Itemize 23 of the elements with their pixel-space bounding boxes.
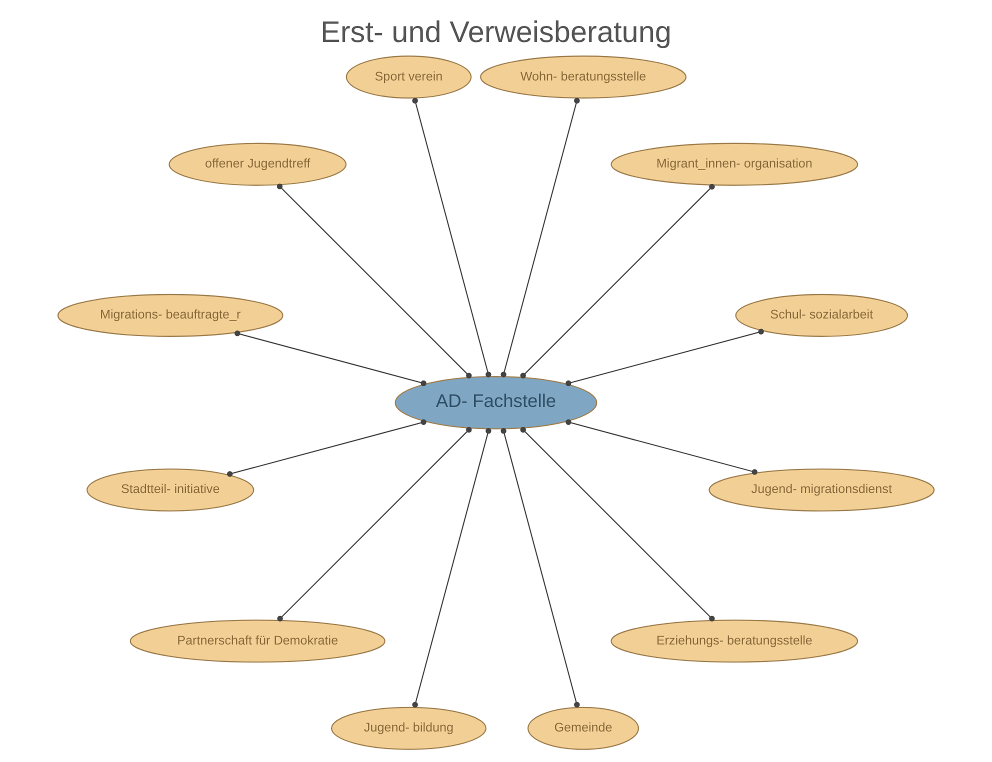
node-ellipse: offener Jugendtreff	[168, 142, 347, 186]
node-ellipse: Stadtteil- initiative	[86, 468, 254, 511]
connector	[276, 183, 472, 378]
node-ellipse: Wohn- beratungsstelle	[480, 55, 687, 98]
connector	[277, 426, 472, 622]
node-ellipse: Sport verein	[346, 55, 472, 98]
node-ellipse: Partnerschaft für Demokratie	[130, 619, 386, 662]
connector	[234, 330, 426, 386]
connector	[566, 418, 758, 474]
node-ellipse: Erziehungs- beratungsstelle	[610, 619, 858, 662]
node-ellipse: Gemeinde	[527, 706, 640, 750]
connector	[412, 428, 492, 708]
connector	[566, 328, 764, 386]
connector	[412, 97, 492, 377]
node-ellipse: Migrant_innen- organisation	[610, 142, 858, 186]
connector	[520, 426, 715, 622]
node-ellipse: AD- Fachstelle	[394, 376, 598, 429]
connector	[520, 183, 715, 378]
diagram-title: Erst- und Verweisberatung	[320, 16, 672, 49]
connector	[500, 97, 580, 377]
node-ellipse: Jugend- bildung	[330, 706, 486, 750]
connector	[226, 418, 426, 476]
connector	[500, 428, 580, 708]
